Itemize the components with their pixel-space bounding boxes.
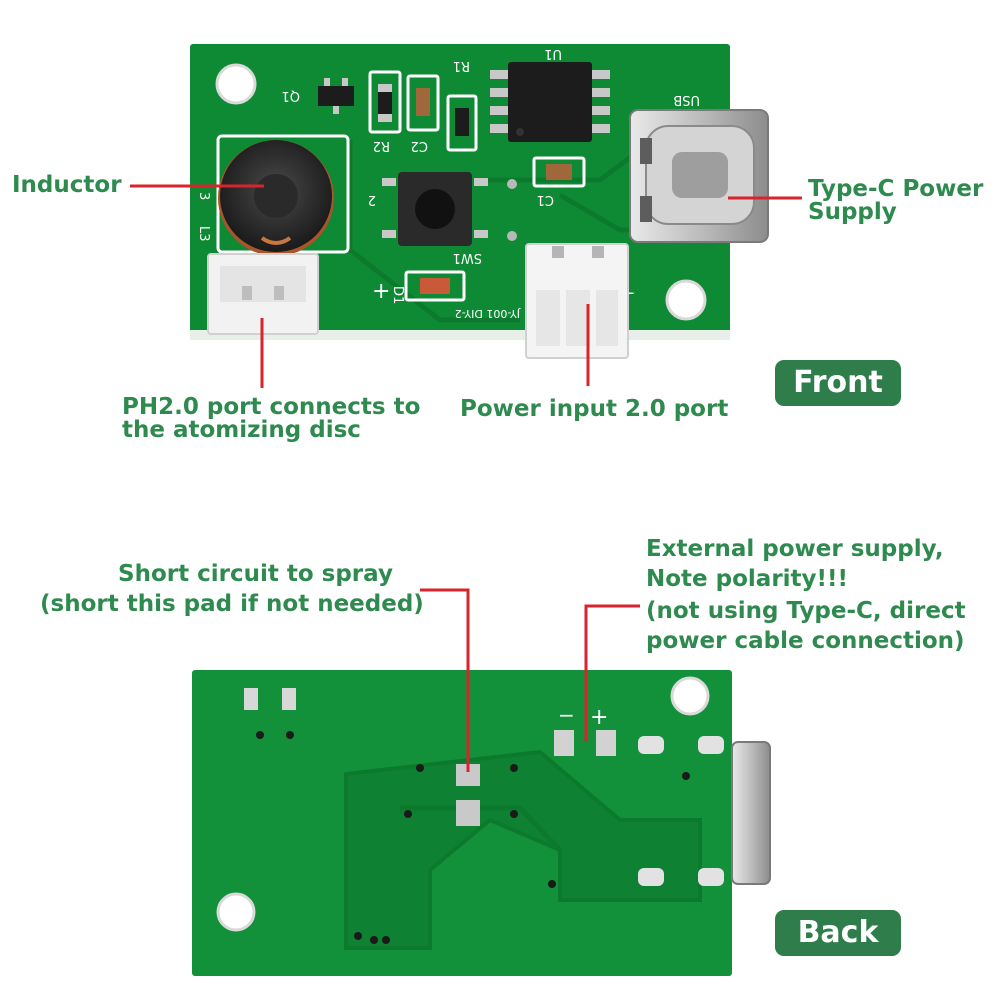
silk-u1: U1 [544,46,562,61]
back-silk-minus: − [558,703,575,727]
callout-external-line1: External power supply, [646,536,944,562]
silk-l3: L3 [196,226,211,242]
silk-num2: 2 [368,192,376,207]
silk-l3-num: 3 [196,192,211,200]
silk-usb: USB [673,92,700,107]
silk-plus: + [372,279,390,304]
led-d1 [404,270,466,302]
silk-sw1: SW1 [453,250,482,265]
callout-ph20-line2: the atomizing disc [122,417,361,443]
leader-short [420,588,470,772]
silk-minus: - [628,282,635,303]
silk-d1: D1 [390,286,405,304]
silk-c2: C2 [411,138,428,153]
transistor-q1 [318,78,354,114]
ph20-connector [207,253,319,335]
front-badge: Front [775,360,901,406]
silk-c1: C1 [537,192,554,207]
callout-external-line3: (not using Type-C, direct [646,598,966,624]
callout-power-input: Power input 2.0 port [460,396,729,422]
resistor-r1 [446,94,478,152]
callout-inductor: Inductor [12,172,122,198]
tactile-switch [382,172,488,246]
callout-external-line4: power cable connection) [646,628,965,654]
leader-external [584,604,640,742]
resistor-r2 [368,70,402,134]
capacitor-c2 [406,74,440,132]
back-badge: Back [775,910,901,956]
callout-typec-line1: Type-C Power [808,176,984,202]
back-silk-plus: + [590,705,608,730]
inductor-coil [216,134,350,256]
callout-external-line2: Note polarity!!! [646,566,849,592]
silk-r1: R1 [453,58,470,73]
front-pcb-board: U1 R1 Q1 R2 C2 C1 USB L3 3 2 SW1 D1 JY-0… [190,44,769,359]
capacitor-c1 [532,156,586,188]
silk-r2: R2 [373,138,390,153]
callout-short-line1: Short circuit to spray [118,561,393,587]
callout-short-line2: (short this pad if not needed) [40,591,424,617]
silk-diy: JY-001 DIY-2 [455,307,521,320]
callout-typec-line2: Supply [808,199,897,225]
ic-chip [490,62,610,142]
power-input-connector [525,243,629,359]
back-pcb-board: − + [192,670,771,976]
callout-ph20-line1: PH2.0 port connects to [122,394,421,420]
usb-typec-connector [629,109,769,243]
silk-q1: Q1 [281,88,300,103]
